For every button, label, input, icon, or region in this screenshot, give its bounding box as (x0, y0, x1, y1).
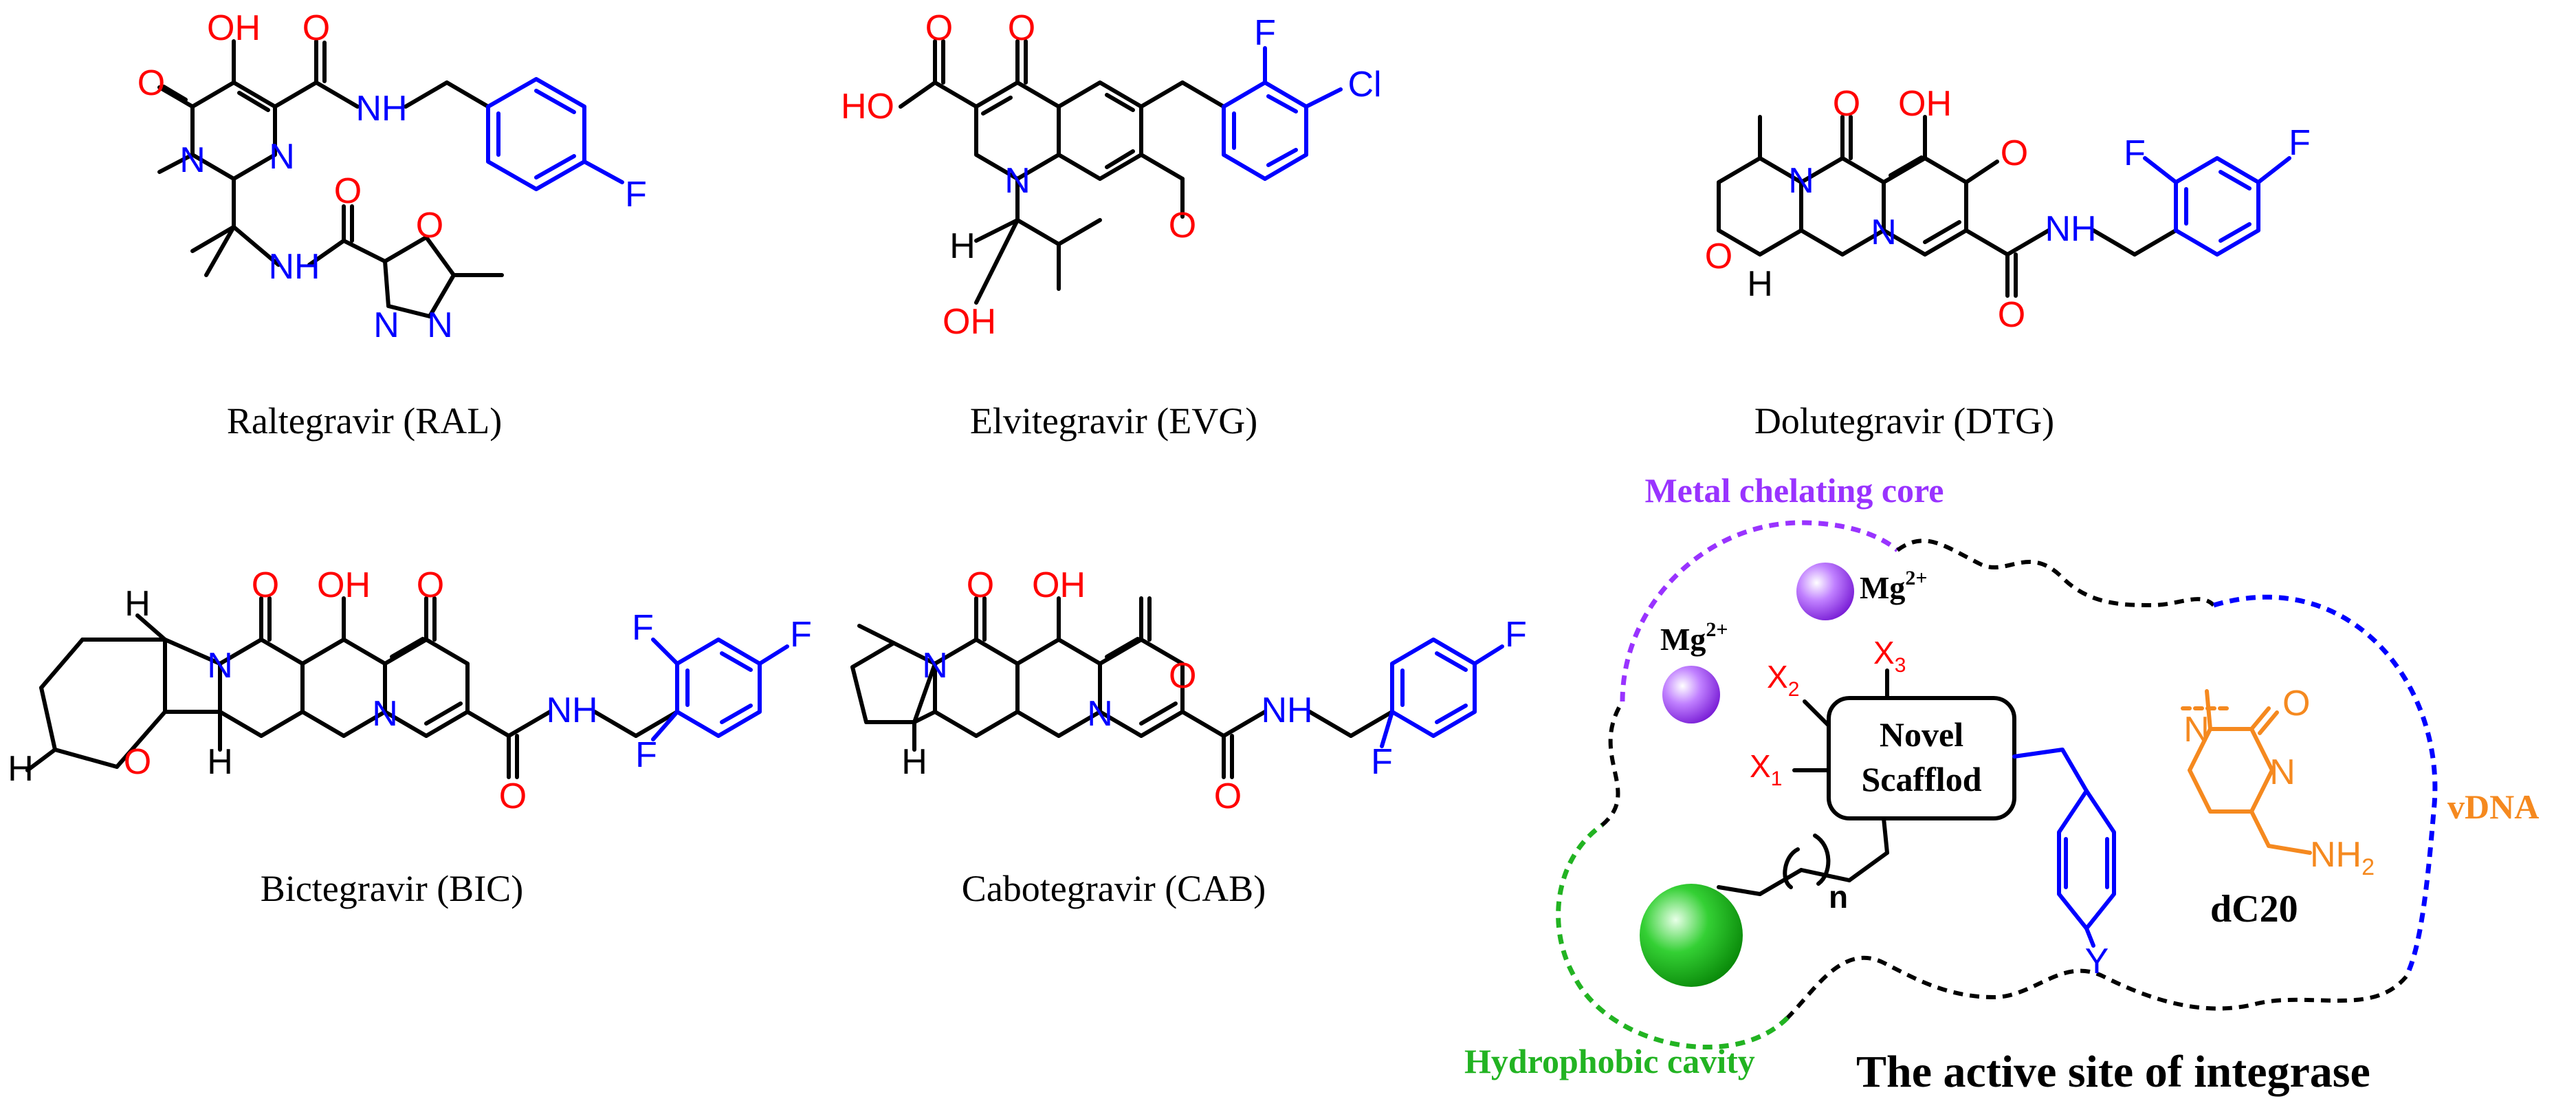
cabotegravir-h: H (901, 742, 927, 782)
cavity-outline-left (1600, 700, 1625, 827)
elvitegravir-n: N (1004, 161, 1031, 201)
dc20-n1: N (2183, 710, 2210, 750)
cabotegravir-o2: O (1169, 656, 1196, 696)
dolutegravir-oh: OH (1898, 84, 1952, 124)
dolutegravir-f2: F (2289, 123, 2311, 163)
mg-label-2: Mg2+ (1660, 618, 1728, 657)
bictegravir-h1: H (124, 584, 151, 624)
bictegravir-o3: O (499, 776, 527, 816)
dc20-n3: N (2269, 752, 2296, 792)
raltegravir-o3: O (334, 171, 362, 211)
molecule-dolutegravir: O OH O O N N O H NH F F (1705, 84, 2311, 335)
bictegravir-label: Bictegravir (BIC) (261, 868, 523, 909)
bictegravir-oh: OH (317, 565, 371, 605)
molecule-raltegravir: OH O O N N NH NH O O N N F (137, 8, 647, 345)
elvitegravir-cl: Cl (1347, 65, 1381, 105)
raltegravir-o1: O (137, 63, 165, 103)
cabotegravir-f2: F (1505, 615, 1527, 655)
cavity-outline-bottom (1785, 955, 2408, 1020)
vdna-label: vDNA (2447, 787, 2539, 826)
cabotegravir-n2: N (1087, 694, 1113, 734)
hydrophobic-group-sphere (1640, 884, 1743, 987)
dolutegravir-n1: N (1788, 161, 1814, 201)
cavity-outline-black (1896, 538, 2216, 608)
raltegravir-n3: N (373, 305, 399, 345)
molecule-cabotegravir: O OH O O N N H NH F F (850, 565, 1527, 816)
raltegravir-n2: N (269, 137, 295, 177)
elvitegravir-o1: O (1008, 8, 1035, 48)
x1-label: X1 (1750, 748, 1782, 790)
dc20-label: dC20 (2210, 888, 2298, 931)
bictegravir-o4: O (124, 742, 151, 782)
dolutegravir-o1: O (1833, 84, 1860, 124)
x3-label: X3 (1873, 635, 1906, 677)
scaffold-line1: Novel (1880, 715, 1963, 754)
hydrophobic-cavity-label: Hydrophobic cavity (1464, 1042, 1755, 1080)
molecule-bictegravir: H H H O OH O O O N N NH F F F (8, 565, 812, 816)
cabotegravir-oh: OH (1032, 565, 1086, 605)
raltegravir-o2: O (302, 8, 330, 48)
elvitegravir-o2: O (925, 8, 953, 48)
bictegravir-o2: O (417, 565, 444, 605)
metal-chelating-label: Metal chelating core (1644, 471, 1944, 510)
vdna-outline (2212, 594, 2438, 978)
dolutegravir-nh: NH (2045, 209, 2096, 249)
cabotegravir-nh: NH (1261, 690, 1312, 730)
raltegravir-o4: O (416, 206, 443, 246)
cabotegravir-n1: N (922, 646, 948, 686)
raltegravir-oh: OH (207, 8, 261, 48)
scaffold-line2: Scafflod (1862, 760, 1982, 798)
cabotegravir-o1: O (967, 565, 994, 605)
dolutegravir-o4: O (1705, 237, 1732, 276)
elvitegravir-f: F (1254, 13, 1276, 53)
elvitegravir-label: Elvitegravir (EVG) (970, 400, 1257, 442)
mg-ion-2 (1662, 666, 1720, 723)
elvitegravir-o3: O (1169, 206, 1196, 246)
dolutegravir-o3: O (1998, 295, 2025, 335)
mg-ion-1 (1796, 563, 1854, 620)
cabotegravir-label: Cabotegravir (CAB) (962, 868, 1266, 909)
bictegravir-f2: F (635, 735, 657, 775)
dolutegravir-o2: O (2001, 133, 2028, 173)
elvitegravir-h: H (949, 226, 976, 266)
active-site-diagram: Metal chelating core Mg2+ Mg2+ Novel Sca… (1464, 471, 2539, 1097)
hydrophobic-outline (1556, 823, 1790, 1050)
bictegravir-n2: N (372, 694, 398, 734)
cabotegravir-o3: O (1214, 776, 1242, 816)
raltegravir-nh1: NH (355, 89, 407, 129)
y-substituent: Y (2085, 942, 2109, 981)
metal-core-outline (1620, 520, 1900, 702)
dolutegravir-f1: F (2124, 133, 2146, 173)
dc20-o: O (2282, 684, 2310, 723)
bictegravir-o1: O (252, 565, 279, 605)
dc20-nh2: NH2 (2310, 835, 2375, 880)
n-label: n (1829, 879, 1848, 915)
molecule-elvitegravir: O O HO N H OH O F Cl (841, 8, 1382, 342)
raltegravir-label: Raltegravir (RAL) (227, 400, 502, 442)
elvitegravir-ho: HO (841, 87, 894, 127)
bictegravir-h2: H (8, 749, 34, 789)
bictegravir-nh: NH (546, 690, 597, 730)
bictegravir-f1: F (632, 608, 654, 648)
cabotegravir-f1: F (1371, 742, 1393, 782)
dolutegravir-label: Dolutegravir (DTG) (1754, 400, 2054, 442)
bictegravir-n1: N (207, 646, 233, 686)
active-site-title: The active site of integrase (1856, 1047, 2370, 1097)
raltegravir-f: F (625, 175, 647, 215)
dolutegravir-h: H (1747, 264, 1773, 304)
x2-label: X2 (1767, 659, 1799, 701)
bictegravir-f3: F (790, 615, 812, 655)
bictegravir-h3: H (207, 742, 233, 782)
mg-label-1: Mg2+ (1860, 567, 1928, 605)
raltegravir-nh2: NH (268, 247, 320, 287)
elvitegravir-oh: OH (943, 302, 996, 342)
raltegravir-n4: N (427, 305, 453, 345)
raltegravir-n1: N (179, 140, 206, 180)
dolutegravir-n2: N (1871, 213, 1897, 252)
